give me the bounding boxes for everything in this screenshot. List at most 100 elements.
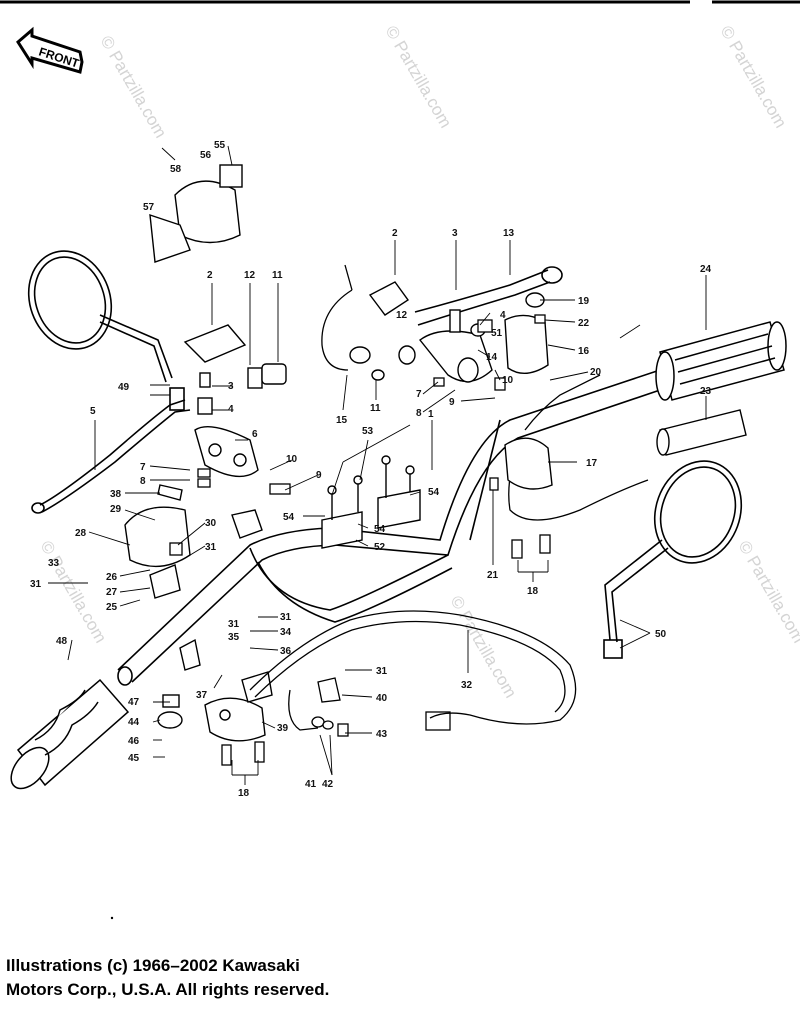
watermark: © Partzilla.com [447, 593, 521, 702]
callout-54: 54 [283, 512, 295, 523]
callout-8: 8 [140, 476, 146, 487]
callout-40: 40 [376, 693, 388, 704]
callout-9: 9 [449, 397, 455, 408]
callout-53: 53 [362, 426, 374, 437]
callout-33: 33 [48, 558, 60, 569]
callout-50: 50 [655, 629, 667, 640]
copyright-notice: Illustrations (c) 1966–2002 Kawasaki Mot… [6, 954, 329, 1002]
callout-43: 43 [376, 729, 388, 740]
callout-16: 16 [578, 346, 590, 357]
top-switch-housing [149, 164, 243, 263]
callout-51: 51 [491, 328, 503, 339]
callout-23: 23 [700, 386, 712, 397]
callout-31: 31 [205, 542, 217, 553]
callout-10: 10 [286, 454, 298, 465]
callout-15: 15 [336, 415, 348, 426]
callout-27: 27 [106, 587, 118, 598]
callout-4: 4 [228, 404, 234, 415]
callout-6: 6 [252, 429, 258, 440]
callout-54: 54 [374, 524, 386, 535]
callout-11: 11 [272, 270, 283, 281]
left-mirror [27, 250, 173, 383]
fasteners [169, 314, 551, 766]
callout-31: 31 [376, 666, 388, 677]
callout-31: 31 [228, 619, 240, 630]
throttle-tube [656, 409, 747, 456]
callout-55: 55 [214, 140, 226, 151]
front-arrow-icon: FRONT [16, 26, 84, 74]
callout-11: 11 [370, 403, 381, 414]
callout-26: 26 [106, 572, 118, 583]
callout-54: 54 [428, 487, 440, 498]
callout-14: 14 [486, 352, 498, 363]
callout-9: 9 [316, 470, 322, 481]
callout-31: 31 [280, 612, 292, 623]
callouts: 58 56 55 57 2 12 11 49 3 4 5 6 7 8 10 9 … [30, 140, 712, 799]
callout-56: 56 [200, 150, 212, 161]
callout-22: 22 [578, 318, 590, 329]
callout-21: 21 [487, 570, 499, 581]
wiring-harness [249, 610, 577, 731]
callout-34: 34 [280, 627, 292, 638]
callout-42: 42 [322, 779, 334, 790]
callout-4: 4 [500, 310, 506, 321]
watermark: © Partzilla.com [735, 538, 800, 647]
callout-24: 24 [700, 264, 712, 275]
callout-41: 41 [305, 779, 317, 790]
callout-28: 28 [75, 528, 87, 539]
watermark: © Partzilla.com [97, 33, 171, 142]
callout-29: 29 [110, 504, 122, 515]
callout-25: 25 [106, 602, 118, 613]
callout-3: 3 [452, 228, 458, 239]
brake-lever [414, 266, 563, 326]
right-grip [655, 321, 787, 401]
callout-12: 12 [396, 310, 408, 321]
clutch-lever [31, 387, 191, 514]
callout-32: 32 [461, 680, 473, 691]
leader-lines [48, 145, 707, 785]
callout-39: 39 [277, 723, 289, 734]
right-lever-holder [349, 281, 549, 383]
callout-2: 2 [207, 270, 213, 281]
callout-17: 17 [586, 458, 598, 469]
callout-3: 3 [228, 381, 234, 392]
callout-20: 20 [590, 367, 602, 378]
callout-47: 47 [128, 697, 140, 708]
callout-1: 1 [428, 409, 434, 420]
left-grip [10, 678, 130, 790]
callout-31: 31 [30, 579, 42, 590]
callout-58: 58 [170, 164, 182, 175]
watermark: © Partzilla.com [717, 23, 791, 132]
lower-switch-housing [157, 638, 273, 742]
callout-8: 8 [416, 408, 422, 419]
master-cylinder [183, 324, 287, 389]
callout-19: 19 [578, 296, 590, 307]
copyright-line-2: Motors Corp., U.S.A. All rights reserved… [6, 980, 330, 999]
right-mirror [603, 460, 743, 659]
watermark: © Partzilla.com [382, 23, 456, 132]
callout-7: 7 [140, 462, 146, 473]
callout-18: 18 [527, 586, 539, 597]
callout-52: 52 [374, 542, 386, 553]
callout-5: 5 [90, 406, 96, 417]
copyright-line-1: Illustrations (c) 1966–2002 Kawasaki [6, 956, 300, 975]
callout-12: 12 [244, 270, 256, 281]
handlebar [117, 369, 667, 686]
callout-45: 45 [128, 753, 140, 764]
callout-30: 30 [205, 518, 217, 529]
callout-46: 46 [128, 736, 140, 747]
callout-18: 18 [238, 788, 250, 799]
callout-44: 44 [128, 717, 140, 728]
lever-holder [194, 372, 259, 478]
callout-2: 2 [392, 228, 398, 239]
left-switch-housing [124, 484, 263, 599]
callout-36: 36 [280, 646, 292, 657]
callout-57: 57 [143, 202, 155, 213]
callout-35: 35 [228, 632, 240, 643]
callout-37: 37 [196, 690, 208, 701]
callout-7: 7 [416, 389, 422, 400]
callout-49: 49 [118, 382, 130, 393]
callout-48: 48 [56, 636, 68, 647]
callout-13: 13 [503, 228, 515, 239]
